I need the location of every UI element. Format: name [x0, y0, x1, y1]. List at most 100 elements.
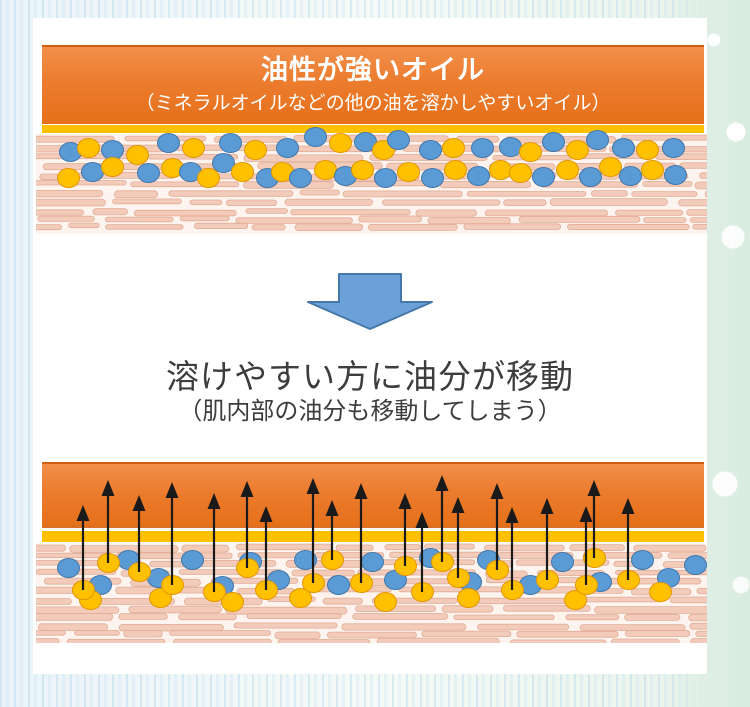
skin-fiber: [621, 134, 707, 141]
skin-fiber: [36, 630, 66, 636]
skin-fiber: [391, 135, 449, 142]
skin-fiber: [357, 569, 476, 576]
skin-fiber: [615, 569, 707, 576]
skin-fiber: [115, 586, 176, 595]
skin-fiber: [690, 217, 707, 223]
skin-fiber: [36, 613, 114, 621]
skin-fiber: [497, 551, 574, 559]
skin-fiber: [69, 545, 179, 553]
skin-fiber: [243, 181, 334, 189]
skin-fiber: [424, 543, 475, 550]
skin-fiber: [609, 146, 707, 153]
skin-fiber: [686, 209, 707, 216]
skin-fiber: [488, 163, 556, 171]
skin-fiber: [189, 199, 223, 206]
skin-fiber: [582, 551, 663, 559]
skin-fiber: [78, 171, 176, 179]
skin-fiber: [36, 552, 113, 559]
skin-fiber: [516, 630, 619, 638]
skin-fiber: [178, 613, 237, 621]
skin-fiber: [441, 605, 494, 613]
skin-fiber: [594, 606, 707, 614]
skin-fiber: [43, 577, 122, 585]
top-oil-banner: 油性が強いオイル （ミネラルオイルなどの他の油を溶かしやすいオイル）: [42, 45, 704, 124]
skin-fiber: [294, 223, 364, 231]
skin-fiber: [587, 588, 624, 594]
skin-fiber: [422, 172, 470, 180]
skin-fiber: [466, 191, 587, 197]
skin-fiber: [36, 209, 84, 216]
skin-fiber: [503, 199, 547, 207]
skin-fiber: [36, 190, 103, 198]
skin-fiber: [613, 560, 654, 567]
skin-fiber: [105, 224, 184, 230]
skin-fiber: [175, 144, 285, 151]
skin-fiber: [130, 181, 240, 188]
skin-fiber: [245, 208, 288, 214]
skin-fiber: [398, 586, 517, 593]
oil-film-strip-top: [42, 125, 704, 133]
skin-fiber: [577, 153, 647, 159]
skin-fiber: [302, 586, 392, 593]
skin-fiber: [518, 215, 641, 223]
skin-fiber: [36, 544, 66, 552]
skin-texture-top: [36, 134, 707, 231]
skin-fiber: [633, 544, 707, 552]
skin-fiber: [591, 190, 628, 197]
skin-fiber: [625, 172, 689, 180]
skin-fiber: [669, 596, 707, 604]
skin-fiber: [387, 180, 430, 187]
skin-fiber: [181, 544, 230, 553]
skin-fiber: [456, 135, 500, 143]
skin-fiber: [124, 135, 207, 142]
skin-fiber: [237, 552, 305, 559]
skin-fiber: [642, 181, 693, 187]
skin-fiber: [484, 209, 609, 217]
skin-fiber: [168, 190, 294, 197]
skin-fiber: [274, 631, 321, 640]
skin-fiber: [277, 639, 371, 643]
skin-fiber: [178, 569, 283, 575]
banner-title: 油性が強いオイル: [261, 55, 485, 86]
skin-fiber: [309, 173, 420, 182]
skin-fiber: [243, 154, 364, 162]
skin-fiber: [549, 198, 668, 206]
skin-fiber: [104, 216, 174, 223]
skin-fiber: [133, 209, 237, 217]
skin-fiber: [480, 560, 513, 568]
skin-fiber: [696, 587, 707, 595]
skin-fiber: [421, 630, 512, 637]
skin-fiber: [352, 613, 449, 620]
skin-fiber: [369, 154, 488, 161]
skin-fiber: [37, 215, 95, 222]
skin-fiber: [213, 136, 288, 143]
skin-fiber: [39, 173, 71, 180]
skin-fiber: [624, 613, 681, 621]
skin-fiber: [358, 215, 423, 223]
skin-fiber: [120, 570, 170, 577]
skin-fiber: [179, 215, 230, 222]
skin-fiber: [235, 217, 353, 224]
skin-fiber: [355, 605, 436, 612]
caption-heading: 溶けやすい方に油分が移動: [166, 357, 574, 396]
skin-fiber: [368, 559, 475, 566]
skin-fiber: [593, 577, 702, 585]
skin-fiber: [36, 198, 106, 207]
skin-fiber: [172, 163, 250, 169]
skin-band-top: [36, 134, 707, 234]
skin-fiber: [615, 209, 684, 216]
skin-fiber: [114, 190, 159, 198]
skin-fiber: [293, 134, 388, 142]
skin-fiber: [569, 544, 625, 552]
skin-fiber: [655, 153, 707, 160]
skin-fiber: [341, 623, 467, 631]
caption-subheading: （肌内部の油分も移動してしまう）: [178, 397, 562, 425]
skin-fiber: [115, 552, 233, 560]
skin-fiber: [74, 630, 120, 636]
skin-fiber: [376, 637, 500, 643]
skin-fiber: [42, 163, 165, 171]
skin-fiber: [285, 559, 367, 568]
skin-fiber: [210, 577, 299, 584]
skin-fiber: [397, 578, 483, 585]
skin-band-bottom: [36, 543, 707, 643]
